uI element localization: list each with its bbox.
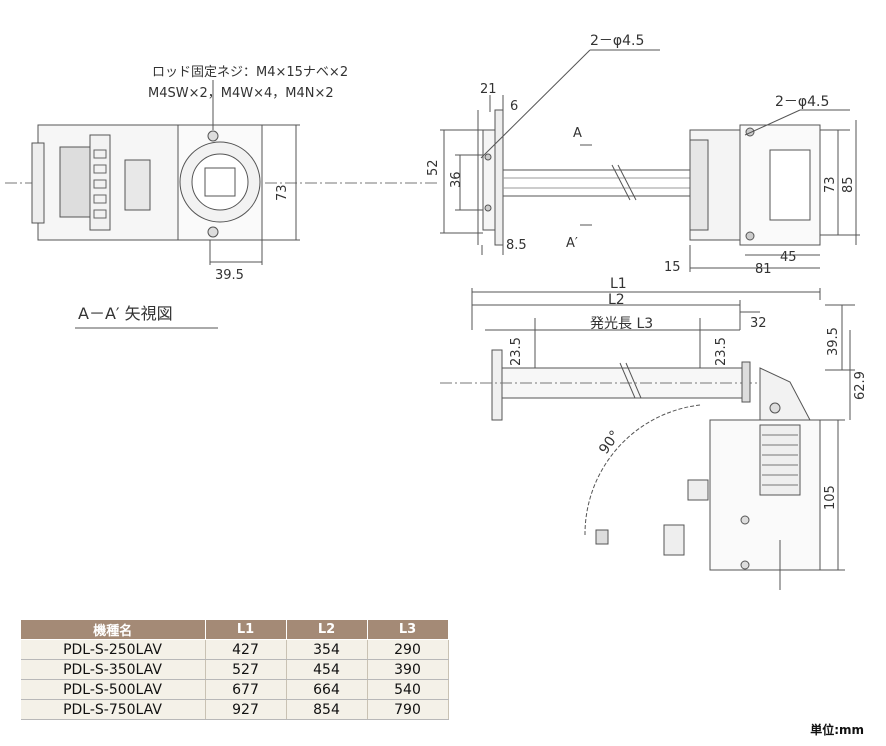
section-mark-a: A: [573, 126, 582, 141]
cell-L1: 527: [205, 659, 287, 680]
screw-spec-line2: M4SW×2，M4W×4，M4N×2: [148, 86, 334, 101]
dim-front-73: 73: [275, 184, 290, 201]
table-row: PDL-S-500LAV 677 664 540: [20, 679, 449, 700]
cell-L3: 540: [367, 679, 449, 700]
table-row: PDL-S-750LAV 927 854 790: [20, 699, 449, 720]
dim-23-5-left: 23.5: [509, 337, 524, 366]
front-view: [5, 80, 440, 265]
dim-plate-hole-spec: 2－φ4.5: [590, 33, 644, 49]
bottom-view: [440, 288, 855, 590]
header-L2: L2: [285, 619, 368, 640]
table-row: PDL-S-250LAV 427 354 290: [20, 639, 449, 660]
dim-plate-6: 6: [510, 99, 518, 114]
cell-L3: 390: [367, 659, 449, 680]
cell-L1: 927: [205, 699, 287, 720]
dim-angle-90: 90°: [596, 428, 623, 458]
cell-L2: 664: [286, 679, 368, 700]
dim-head-73: 73: [823, 176, 838, 193]
header-L3: L3: [366, 619, 449, 640]
dim-L3: 発光長 L3: [590, 316, 653, 332]
dim-head-45: 45: [780, 250, 797, 265]
dim-head-81: 81: [755, 262, 772, 277]
spec-table: 機種名 L1 L2 L3 PDL-S-250LAV 427 354 290 PD…: [20, 619, 449, 720]
dim-head-85: 85: [841, 176, 856, 193]
dim-62-9: 62.9: [853, 371, 868, 400]
unit-note: 単位:mm: [810, 723, 864, 737]
cell-model: PDL-S-350LAV: [20, 659, 206, 680]
header-model: 機種名: [20, 619, 206, 640]
side-view: [440, 49, 860, 272]
dim-39-5: 39.5: [826, 327, 841, 356]
dim-32: 32: [750, 316, 767, 331]
cell-L1: 677: [205, 679, 287, 700]
section-view-label: A－A′ 矢視図: [78, 304, 173, 323]
dim-plate-52: 52: [426, 159, 441, 176]
screw-spec-line1: ロッド固定ネジ：M4×15ナベ×2: [152, 65, 348, 80]
dim-23-5-right: 23.5: [714, 337, 729, 366]
cell-model: PDL-S-750LAV: [20, 699, 206, 720]
cell-L3: 790: [367, 699, 449, 720]
cell-L2: 454: [286, 659, 368, 680]
cell-L2: 854: [286, 699, 368, 720]
dim-105: 105: [823, 485, 838, 510]
cell-L3: 290: [367, 639, 449, 660]
cell-L1: 427: [205, 639, 287, 660]
cell-L2: 354: [286, 639, 368, 660]
cell-model: PDL-S-500LAV: [20, 679, 206, 700]
cell-model: PDL-S-250LAV: [20, 639, 206, 660]
dim-plate-36: 36: [449, 171, 464, 188]
dim-plate-21: 21: [480, 82, 497, 97]
dim-front-39-5: 39.5: [215, 268, 244, 283]
table-row: PDL-S-350LAV 527 454 390: [20, 659, 449, 680]
dim-head-hole-spec: 2－φ4.5: [775, 94, 829, 110]
dim-plate-8-5: 8.5: [506, 238, 527, 253]
header-L1: L1: [204, 619, 287, 640]
dim-L2: L2: [608, 292, 625, 308]
dim-head-15: 15: [664, 260, 681, 275]
table-header-row: 機種名 L1 L2 L3: [20, 619, 449, 640]
section-mark-a-prime: A′: [566, 236, 578, 251]
dim-L1: L1: [610, 276, 627, 292]
